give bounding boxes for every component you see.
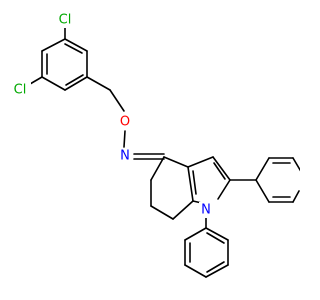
oxygen-label: O — [120, 115, 130, 130]
oxime-nitrogen-label: N — [120, 149, 130, 164]
oxime-double-bond — [133, 153, 165, 160]
chlorine-label-top: Cl — [59, 13, 72, 28]
chemical-structure: Cl Cl O N N — [9, 12, 300, 278]
ch2-o-bond — [109, 89, 125, 112]
o-n-bond — [123, 130, 126, 148]
atom-labels: Cl Cl O N N — [9, 12, 213, 218]
phenyl-ring-bottom — [184, 227, 229, 278]
benzyl-ch2-bond — [86, 76, 111, 91]
cl-bond-left — [29, 76, 43, 85]
chlorine-label-left: Cl — [14, 83, 27, 98]
phenyl-ring-right — [255, 157, 300, 203]
dichlorophenyl-ring — [41, 38, 88, 91]
pyrrole-ring — [187, 156, 231, 205]
tetrahydro-ring — [150, 156, 194, 220]
indole-nitrogen-label: N — [201, 203, 211, 218]
structure-canvas: Cl Cl O N N — [9, 12, 300, 278]
